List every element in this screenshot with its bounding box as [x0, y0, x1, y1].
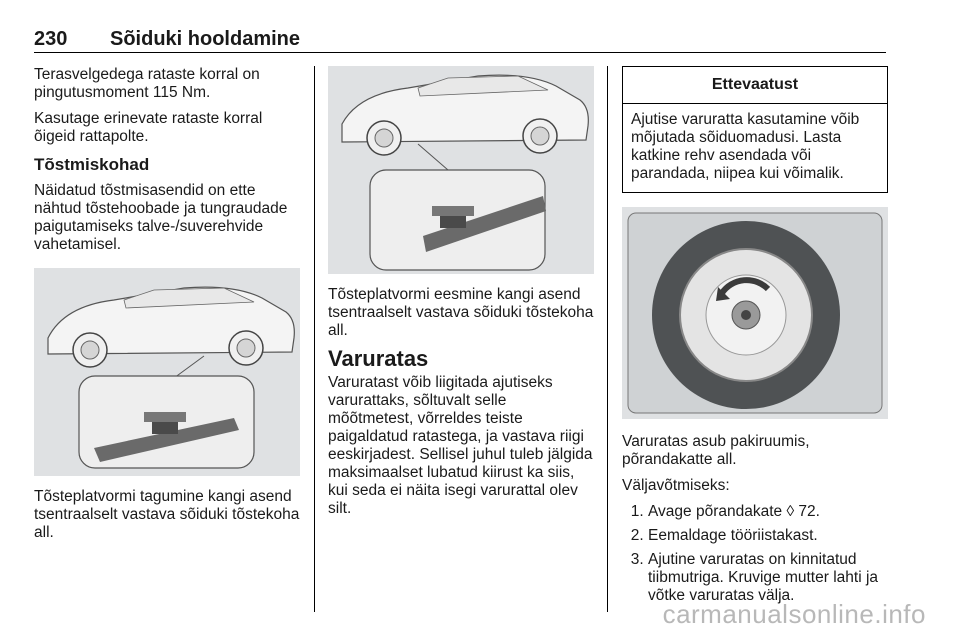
column-divider: [314, 66, 315, 612]
list-item: Eemaldage tööriistakast.: [648, 527, 888, 545]
warning-text: Ajutise varuratta kasutamine võib mõjuta…: [631, 111, 860, 182]
paragraph: Terasvelgedega rataste korral on pingutu…: [34, 66, 260, 101]
column-right: Ettevaatust Ajutise varuratta kasutamine…: [622, 66, 888, 611]
spare-wheel-illustration: [622, 207, 888, 419]
rear-lift-point-illustration: [34, 268, 300, 476]
figure-caption: Tõsteplatvormi eesmine kangi asend tsent…: [328, 286, 594, 339]
paragraph: Kasutage erinevate rataste korral õigeid…: [34, 110, 263, 145]
figure-caption: Tõsteplatvormi tagumine kangi asend tsen…: [34, 488, 300, 541]
car-lift-rear-svg: [34, 268, 300, 476]
column-divider: [607, 66, 608, 612]
watermark: carmanualsonline.info: [662, 599, 926, 629]
column-left: Terasvelgedega rataste korral on pingutu…: [34, 66, 300, 550]
spare-wheel-svg: [622, 207, 888, 419]
page-number: 230: [34, 28, 68, 50]
chapter-title: Sõiduki hooldamine: [110, 28, 301, 50]
paragraph: Näidatud tõstmisasendid on ette nähtud t…: [34, 182, 288, 253]
column-middle: Tõsteplatvormi eesmine kangi asend tsent…: [328, 66, 594, 526]
section-heading: Tõstmiskohad: [34, 155, 150, 174]
paragraph: Väljavõtmiseks:: [622, 477, 730, 494]
section-heading: Varuratas: [328, 346, 429, 371]
front-lift-point-illustration: [328, 66, 594, 274]
car-lift-front-svg: [328, 66, 594, 274]
list-item: Avage põrandakate ◊ 72.: [648, 503, 888, 521]
page-header: 230 Sõiduki hooldamine: [34, 26, 886, 53]
removal-steps-list: Avage põrandakate ◊ 72. Eemaldage töörii…: [622, 503, 888, 605]
list-item: Ajutine varuratas on kinnitatud tiibmutr…: [648, 551, 888, 605]
warning-title: Ettevaatust: [623, 67, 887, 104]
paragraph: Varuratast võib liigitada ajutiseks varu…: [328, 374, 593, 517]
paragraph: Varuratas asub pakiruumis, põrandakatte …: [622, 433, 810, 468]
warning-box: Ettevaatust Ajutise varuratta kasutamine…: [622, 66, 888, 193]
